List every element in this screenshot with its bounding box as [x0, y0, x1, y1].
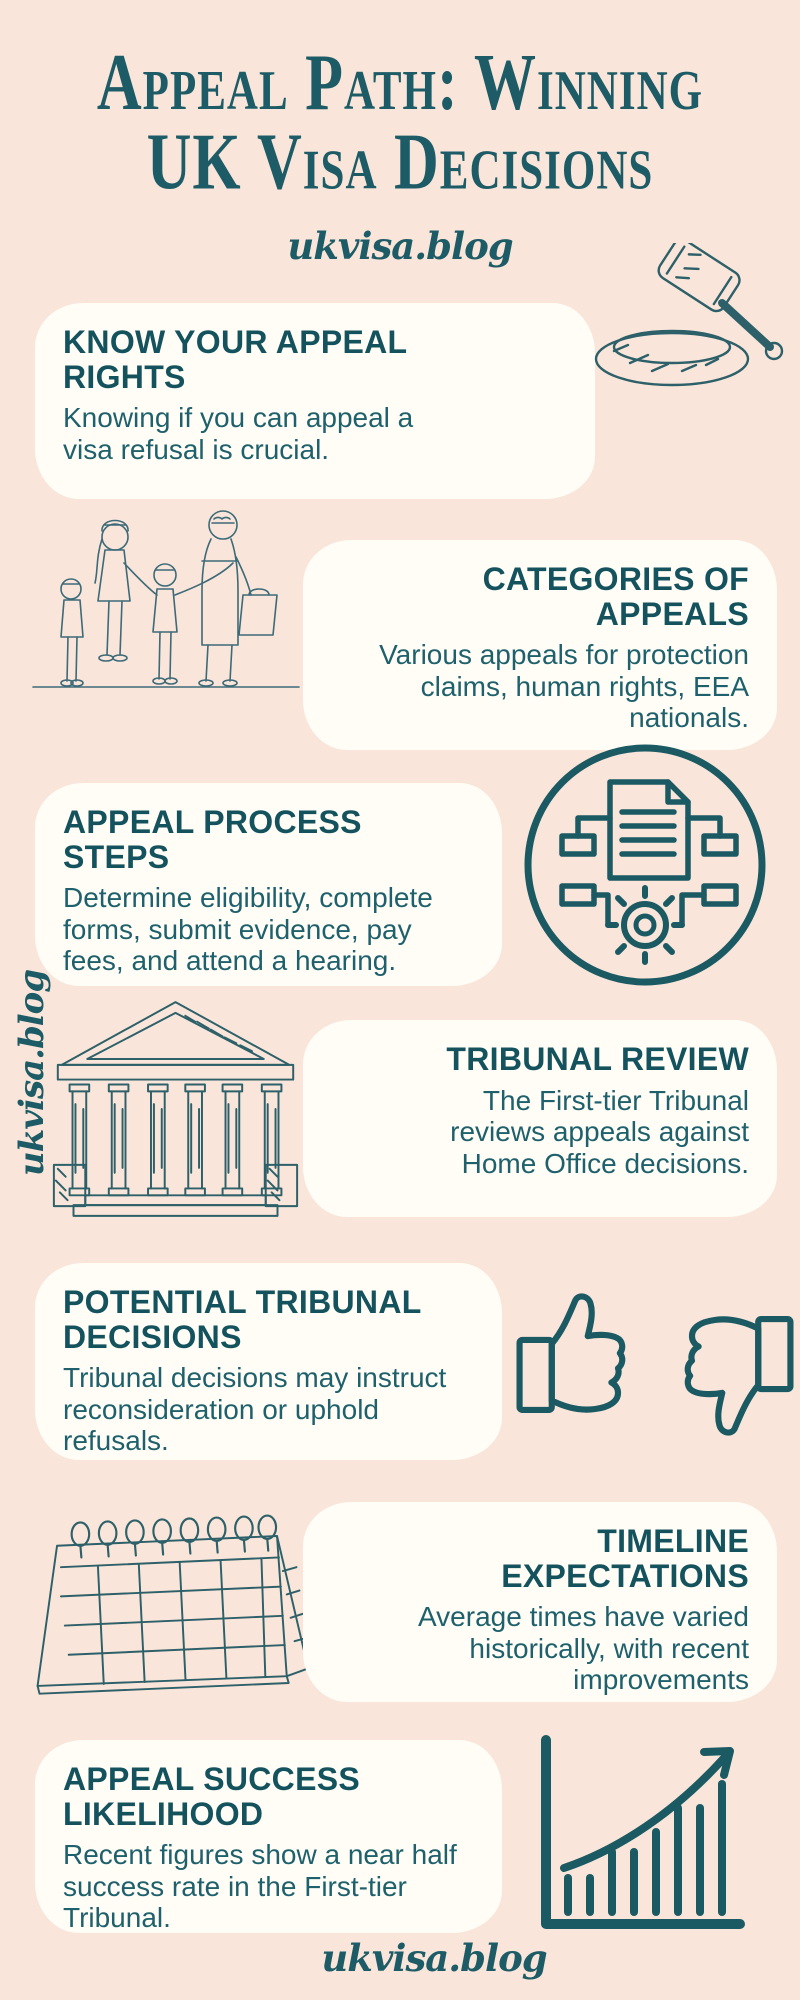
calendar-icon: [22, 1512, 314, 1708]
thumbs-up-icon: [512, 1283, 654, 1429]
brand-logo-top: ukvisa.blog: [287, 224, 513, 268]
growth-chart-icon: [526, 1726, 756, 1938]
courthouse-icon: [48, 995, 303, 1223]
process-flow-icon: [518, 738, 772, 992]
section-heading: TRIBUNAL REVIEW: [446, 1041, 749, 1077]
family-icon: [25, 495, 310, 697]
brand-logo-footer: ukvisa.blog: [321, 1936, 547, 1980]
thumbs-down-icon: [656, 1300, 798, 1446]
gavel-icon: [586, 243, 786, 398]
